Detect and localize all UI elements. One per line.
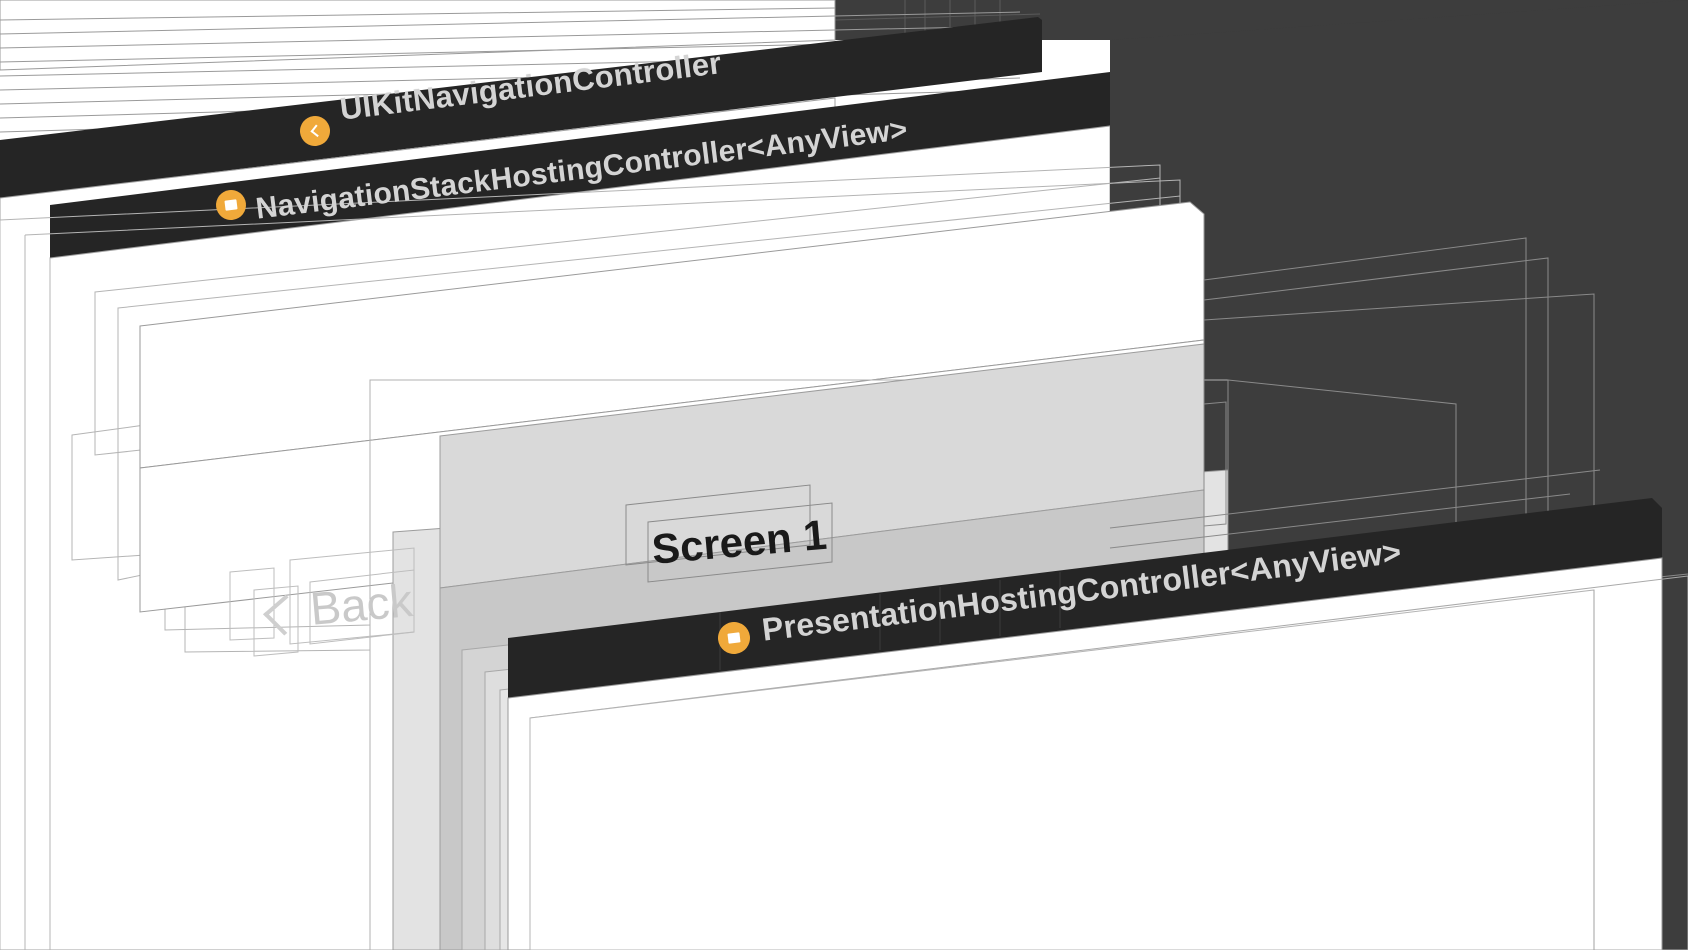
window-icon [727,632,741,644]
dark-panel-grid [834,0,1041,40]
presentation-content-layer-inner [529,589,1595,950]
back-button[interactable]: Back [250,574,420,650]
navigation-stack-hosting-controller-header [50,72,1110,258]
uikit-navigation-controller-header [0,17,1042,198]
back-label-frame-2 [309,569,415,645]
back-button-label: Back [308,574,415,635]
chevron-left-icon [263,594,307,636]
back-button-frame [229,567,275,641]
presentation-hosting-controller-header [508,498,1662,698]
navigation-title-frame-inner [647,502,833,583]
navigation-title-frame [625,484,811,566]
navigation-bar-layer [139,201,1205,469]
window-icon [224,199,238,211]
presentation-header-grid [719,572,1061,670]
back-button-frame-2 [253,585,299,657]
chevron-left-icon [310,124,324,138]
